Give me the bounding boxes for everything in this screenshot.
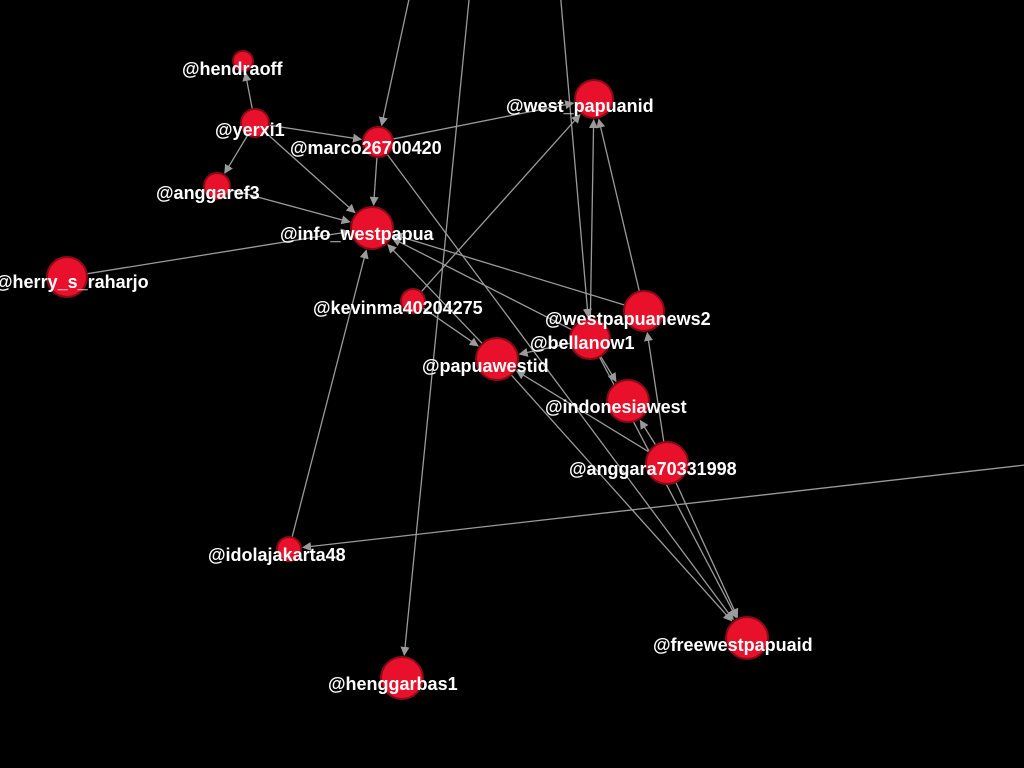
node-label-henggarbas1: @henggarbas1 xyxy=(328,674,458,694)
node-info_westpapua[interactable] xyxy=(350,206,394,250)
node-label-bellanow1: @bellanow1 xyxy=(530,333,635,353)
node-bellanow1[interactable] xyxy=(569,318,611,360)
node-yerxi1[interactable] xyxy=(240,108,270,138)
node-marco26700420[interactable] xyxy=(362,126,394,158)
node-anggara70331998[interactable] xyxy=(645,441,689,485)
edge-bellanow1-to-papuawestid xyxy=(518,342,571,357)
node-papuawestid[interactable] xyxy=(475,337,519,381)
edge-kevinma40204275-to-papuawestid xyxy=(422,307,479,347)
edge-westpapuanews2-to-west_papuanid xyxy=(596,118,641,292)
edge-offscreen_top_b-to-henggarbas1 xyxy=(400,0,470,657)
node-freewestpapuaid[interactable] xyxy=(725,616,769,660)
edge-yerxi1-to-marco26700420 xyxy=(268,124,363,143)
node-hendraoff[interactable] xyxy=(232,50,254,72)
node-label-info_westpapua: @info_westpapua xyxy=(280,224,435,244)
node-henggarbas1[interactable] xyxy=(380,656,424,700)
edge-anggara70331998-to-westpapuanews2 xyxy=(644,331,665,443)
node-layer xyxy=(46,50,769,700)
edge-offscreen_top_a-to-marco26700420 xyxy=(378,0,410,127)
node-anggaref3[interactable] xyxy=(203,172,231,200)
node-label-papuawestid: @papuawestid xyxy=(422,356,549,376)
edge-idolajakarta48-to-info_westpapua xyxy=(291,249,369,538)
node-kevinma40204275[interactable] xyxy=(400,288,426,314)
edge-papuawestid-to-info_westpapua xyxy=(387,243,483,345)
node-label-kevinma40204275: @kevinma40204275 xyxy=(313,298,483,318)
edge-anggara70331998-to-papuawestid xyxy=(515,370,650,453)
edge-bellanow1-to-indonesiawest xyxy=(599,355,617,383)
node-westpapuanews2[interactable] xyxy=(623,290,665,332)
node-indonesiawest[interactable] xyxy=(606,379,650,423)
edge-marco26700420-to-freewestpapuaid xyxy=(386,153,734,621)
edge-westpapuanews2-to-info_westpapua xyxy=(393,232,626,306)
edge-marco26700420-to-west_papuanid xyxy=(392,100,575,140)
node-label-anggara70331998: @anggara70331998 xyxy=(569,459,737,479)
node-label-marco26700420: @marco26700420 xyxy=(290,138,442,158)
edge-offscreen_top_c-to-bellanow1 xyxy=(560,0,592,318)
edge-bellanow1-to-west_papuanid xyxy=(588,119,599,320)
node-label-idolajakarta48: @idolajakarta48 xyxy=(208,545,346,565)
edge-offscreen_right-to-idolajakarta48 xyxy=(302,464,1024,552)
edge-yerxi1-to-info_westpapua xyxy=(264,131,356,214)
edge-bellanow1-to-info_westpapua xyxy=(391,237,573,331)
edge-yerxi1-to-hendraoff xyxy=(242,71,253,110)
edge-kevinma40204275-to-west_papuanid xyxy=(420,113,581,293)
node-label-hendraoff: @hendraoff xyxy=(182,59,284,79)
node-idolajakarta48[interactable] xyxy=(276,536,302,562)
node-label-anggaref3: @anggaref3 xyxy=(156,183,260,203)
node-west_papuanid[interactable] xyxy=(574,79,614,119)
node-label-west_papuanid: @west_papuanid xyxy=(506,96,654,116)
edge-anggara70331998-to-indonesiawest xyxy=(639,419,657,446)
edge-anggara70331998-to-freewestpapuaid xyxy=(675,481,739,618)
node-label-westpapuanews2: @westpapuanews2 xyxy=(545,309,711,329)
node-label-yerxi1: @yerxi1 xyxy=(215,120,285,140)
node-herry_s_raharjo[interactable] xyxy=(46,256,88,298)
edge-layer xyxy=(86,0,1024,657)
edge-papuawestid-to-freewestpapuaid xyxy=(510,374,733,622)
edge-yerxi1-to-anggaref3 xyxy=(224,134,249,174)
label-layer: @hendraoff @yerxi1@marco26700420 @west_pap… xyxy=(0,59,813,694)
node-label-freewestpapuaid: @freewestpapuaid xyxy=(653,635,813,655)
edge-herry_s_raharjo-to-info_westpapua xyxy=(86,228,351,275)
edge-marco26700420-to-info_westpapua xyxy=(369,156,379,206)
edge-anggaref3-to-info_westpapua xyxy=(229,188,351,225)
node-label-herry_s_raharjo: @herry_s_raharjo xyxy=(0,272,149,292)
node-label-indonesiawest: @indonesiawest xyxy=(545,397,687,417)
